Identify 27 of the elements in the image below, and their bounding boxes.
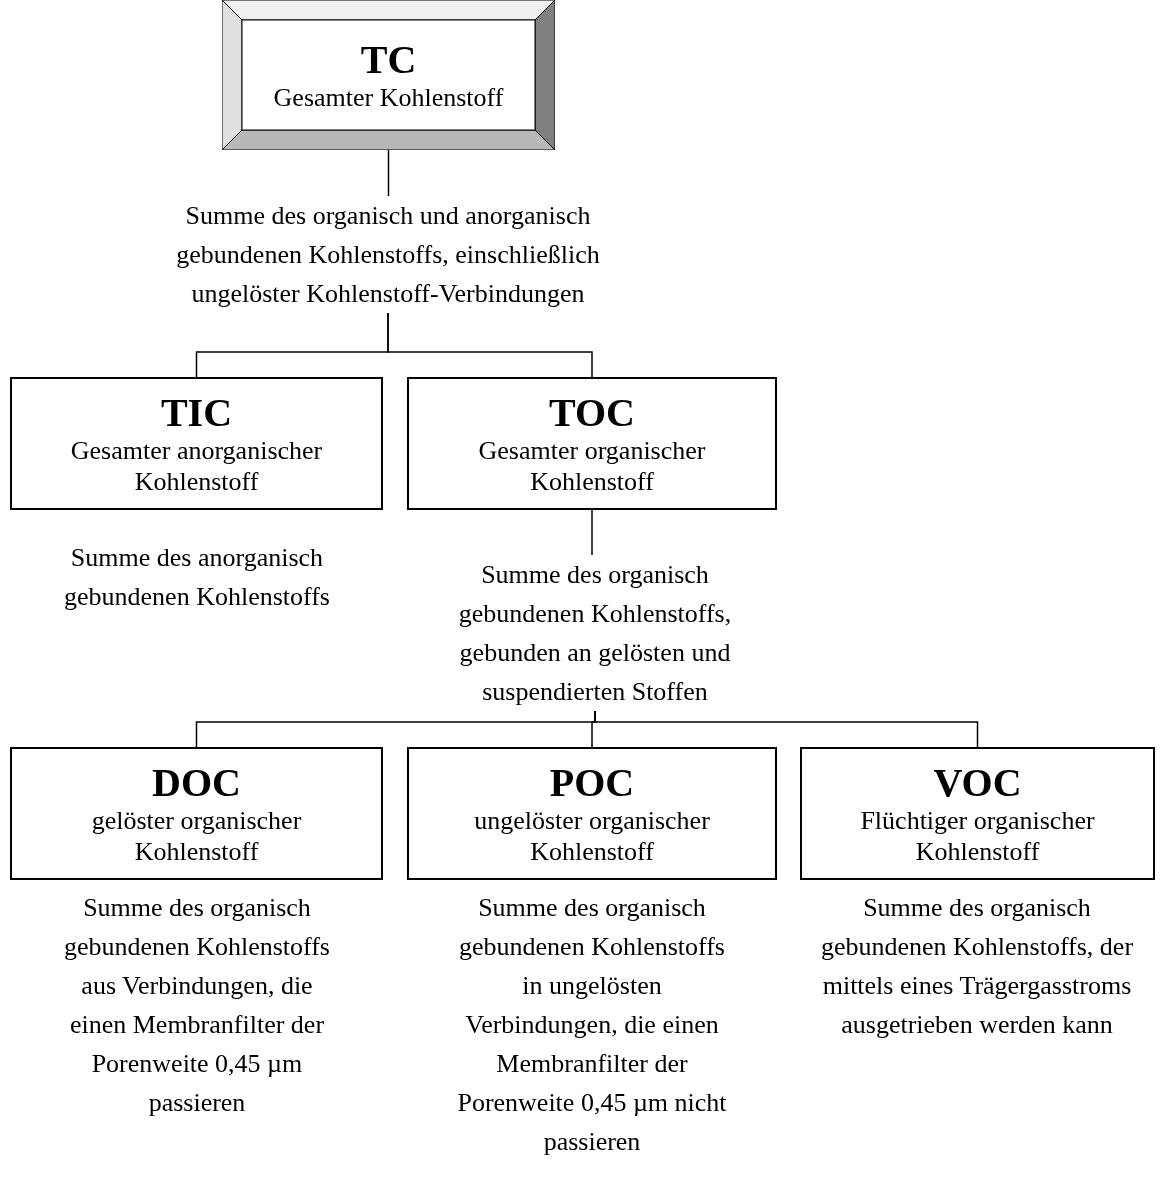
description-text: Summe des organisch gebundenen Kohlenstoffs aus Verbindungen, die einen Membranfilter der Porenweite 0,45 µm passieren (63, 892, 331, 1119)
category-box (407, 377, 777, 510)
connector-line (591, 509, 593, 556)
category-name: ungelöster organischer Kohlenstoff (473, 804, 711, 867)
category-name: Flüchtiger organischer Kohlenstoff (859, 804, 1096, 867)
category-box (10, 377, 383, 510)
connector-line (387, 312, 593, 378)
description-text: Summe des organisch gebundenen Kohlenstoffs, gebunden an gelösten und suspendierten Stoffen (457, 559, 733, 708)
connector-line (387, 149, 390, 197)
category-box (10, 747, 383, 880)
category-box (800, 747, 1155, 880)
abbreviation-heading: POC (549, 760, 635, 805)
description-text: Summe des organisch gebundenen Kohlenstoffs, der mittels eines Trägergasstroms ausgetrieben werden kann (819, 892, 1135, 1041)
category-name: gelöster organischer Kohlenstoff (90, 804, 303, 867)
abbreviation-heading: DOC (152, 760, 241, 805)
connector-line (594, 710, 979, 748)
abbreviation-heading: TOC (549, 390, 635, 435)
description-text: Summe des organisch gebundenen Kohlenstoffs in ungelösten Verbindungen, die einen Membranfilter der Porenweite 0,45 µm nicht passieren (456, 892, 728, 1158)
category-box (407, 747, 777, 880)
abbreviation-heading: TC (360, 37, 417, 82)
description-text: Summe des organisch und anorganisch gebundenen Kohlenstoffs, einschließlich ungelöster Kohlenstoff-Verbindungen (175, 200, 601, 310)
abbreviation-heading: VOC (933, 760, 1022, 805)
abbreviation-heading: TIC (160, 390, 233, 435)
description-text: Summe des anorganisch gebundenen Kohlenstoffs (63, 542, 331, 613)
category-name: Gesamter anorganischer Kohlenstoff (69, 434, 324, 497)
category-name: Gesamter organischer Kohlenstoff (477, 434, 707, 497)
category-name: Gesamter Kohlenstoff (273, 81, 504, 113)
